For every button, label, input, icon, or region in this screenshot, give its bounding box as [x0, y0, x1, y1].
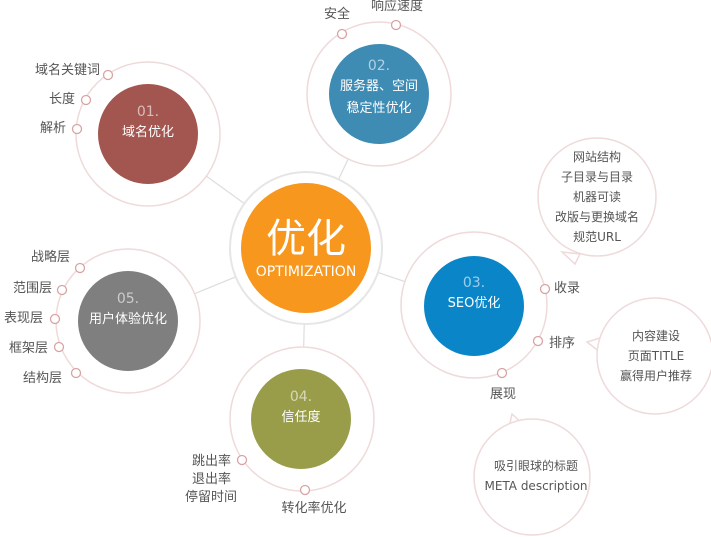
node-label: 域名优化: [121, 125, 175, 140]
node-03: 03. SEO优化: [448, 273, 501, 315]
item-label: 排序: [549, 336, 576, 351]
item-label: 转化率优化: [281, 501, 347, 516]
node-01-circle: [98, 84, 198, 184]
bubble-1-text: 网站结构 子目录与目录 机器可读 改版与更换域名 规范URL: [555, 147, 639, 247]
node-number: 05.: [116, 291, 140, 307]
node-03-circle: [424, 256, 524, 356]
item-label: 退出率: [191, 472, 231, 487]
node-number: 04.: [289, 389, 313, 405]
item-label: 收录: [554, 281, 581, 296]
node-05: 05. 用户体验优化: [89, 289, 167, 331]
item-label: 停留时间: [184, 490, 237, 505]
node-04: 04. 信任度: [281, 387, 320, 429]
bubble-line: 吸引眼球的标题: [493, 459, 579, 473]
item-label: 框架层: [8, 341, 48, 356]
bubble-line: 网站结构: [572, 150, 622, 164]
node-05-circle: [78, 271, 178, 371]
item-label: 结构层: [22, 371, 62, 386]
bubble-line: 页面TITLE: [627, 349, 685, 363]
bubble-line: 改版与更换域名: [554, 210, 640, 224]
center-node: 优化 OPTIMIZATION: [256, 215, 357, 281]
bubble-2: [596, 297, 711, 415]
center-subtitle: OPTIMIZATION: [255, 264, 357, 280]
item-label: 域名关键词: [34, 63, 100, 78]
node-01: 01. 域名优化: [122, 102, 174, 144]
item-label: 范围层: [12, 281, 52, 296]
bubble-1-tail: [559, 251, 582, 266]
center-title: 优化: [265, 216, 346, 262]
node-04-circle: [251, 369, 351, 469]
item-label: 表现层: [3, 311, 43, 326]
bubble-line: 内容建设: [631, 329, 681, 343]
dots: [49, 19, 551, 496]
node-label: 服务器、空间: [339, 79, 419, 94]
item-label: 安全: [324, 7, 351, 22]
item-label: 战略层: [30, 250, 70, 265]
bubble-2-text: 内容建设 页面TITLE 赢得用户推荐: [620, 326, 692, 386]
bubble-3-text: 吸引眼球的标题 META description: [484, 456, 587, 496]
bubble-line: META description: [484, 479, 588, 493]
node-number: 02.: [367, 58, 391, 74]
node-02: 02. 服务器、空间 稳定性优化: [340, 56, 418, 120]
bubble-line: 赢得用户推荐: [619, 369, 693, 383]
item-label: 展现: [490, 387, 517, 402]
item-label: 长度: [48, 92, 75, 107]
center-circle: [241, 183, 371, 313]
node-number: 01.: [136, 104, 160, 120]
node-label: 信任度: [281, 410, 321, 425]
item-label: 解析: [39, 121, 66, 136]
node-02-circle: [329, 44, 429, 144]
node-number: 03.: [462, 275, 486, 291]
node-label: SEO优化: [447, 296, 501, 311]
item-label: 跳出率: [191, 454, 231, 469]
item-label: 响应速度: [371, 0, 424, 14]
bubble-1: [537, 137, 657, 257]
bubble-3: [473, 418, 591, 536]
bubble-line: 规范URL: [573, 230, 621, 244]
bubble-line: 机器可读: [572, 190, 622, 204]
node-label: 稳定性优化: [346, 101, 412, 116]
bubble-line: 子目录与目录: [560, 170, 634, 184]
node-label: 用户体验优化: [88, 312, 168, 327]
